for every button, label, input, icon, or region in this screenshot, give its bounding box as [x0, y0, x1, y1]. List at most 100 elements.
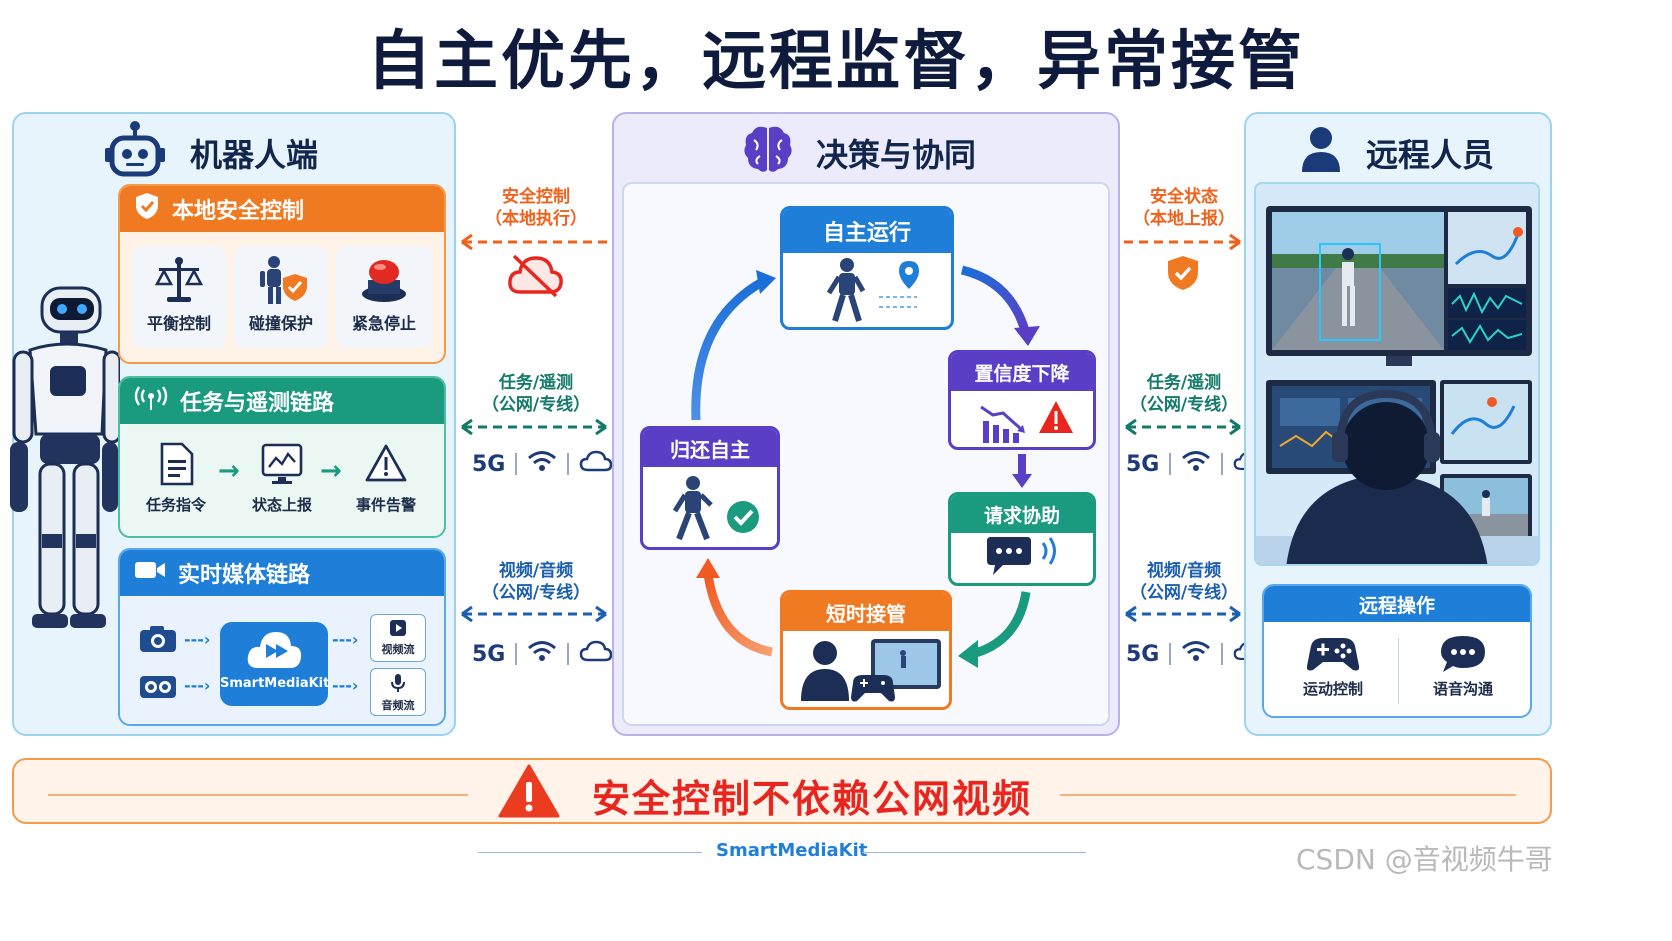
cloud-play-icon: [220, 628, 328, 676]
emergency-stop-icon: [336, 254, 432, 310]
node-return-title: 归还自主: [643, 429, 777, 467]
left-link-task-line2: （公网/专线）: [481, 395, 591, 415]
page-title: 自主优先，远程监督，异常接管: [367, 25, 1305, 99]
right-link-safety-line1: 安全状态: [1150, 187, 1218, 207]
dashed-arrow-icon: ‑‑‑›: [184, 630, 211, 649]
footer-brand: SmartMediaKit: [716, 840, 868, 861]
decision-panel-title: 决策与协同: [816, 136, 977, 174]
remote-operation-title: 远程操作: [1358, 594, 1435, 617]
media-link-panel: 实时媒体链路 ‑‑‑› ‑‑‑› SmartMediaKit ‑‑‑› ‑‑‑›…: [118, 548, 446, 726]
5g-label: 5G: [1126, 451, 1160, 477]
ops-divider: [1398, 638, 1399, 704]
safety-banner: [12, 758, 1552, 824]
remote-staff-title: 远程人员: [1366, 136, 1495, 174]
left-link-media-line1: 视频/音频: [498, 561, 574, 581]
wifi-icon: [527, 640, 557, 668]
divider: [567, 453, 570, 475]
divider: [1169, 643, 1172, 665]
left-link-safety-label: 安全控制 （本地执行）: [476, 186, 596, 230]
monitor-chart-icon: [236, 442, 328, 490]
safety-banner-text: 安全控制不依赖公网视频: [592, 777, 1033, 821]
video-stream-label: 视频流: [381, 643, 415, 656]
dashed-arrow-icon: ‑‑‑›: [332, 630, 359, 649]
footer-line-right: [862, 852, 1086, 853]
node-autonomous-title: 自主运行: [783, 209, 951, 253]
divider: [567, 643, 570, 665]
voice-communication-item: 语音沟通: [1408, 634, 1518, 699]
task-command-item: 任务指令: [130, 442, 222, 515]
balance-control-tile: 平衡控制: [132, 246, 226, 348]
footer-line-left: [478, 852, 702, 853]
cloud-icon: [579, 640, 613, 668]
video-stream-box: 视频流: [370, 614, 426, 662]
collision-protection-label: 碰撞保护: [248, 314, 313, 333]
left-safety-dashed-arrow: [458, 232, 610, 256]
left-media-bidirectional-arrow: [458, 604, 610, 628]
right-task-bidirectional-arrow: [1122, 417, 1244, 441]
banner-line-left: [48, 794, 468, 796]
camera-icon: [138, 624, 178, 658]
divider: [1221, 453, 1224, 475]
node-request-assist: 请求协助: [948, 492, 1096, 586]
divider: [1169, 453, 1172, 475]
right-link-task-label: 任务/遥测 （公网/专线）: [1124, 372, 1244, 416]
event-alarm-label: 事件告警: [355, 496, 416, 514]
warning-triangle-icon: [338, 442, 434, 490]
video-camera-icon: [134, 559, 166, 587]
left-task-bidirectional-arrow: [458, 417, 610, 441]
robot-check-icon: [669, 475, 765, 547]
cloud-off-icon: [506, 252, 564, 302]
antenna-icon: [134, 385, 168, 417]
node-confidence-drop: 置信度下降: [948, 350, 1096, 450]
task-telemetry-title: 任务与遥测链路: [180, 391, 335, 416]
emergency-stop-label: 紧急停止: [351, 314, 416, 333]
walking-robot-icon: [823, 257, 923, 327]
left-link-task-line1: 任务/遥测: [498, 373, 574, 393]
media-link-title: 实时媒体链路: [178, 563, 311, 588]
right-media-bidirectional-arrow: [1122, 604, 1244, 628]
emergency-stop-tile: 紧急停止: [336, 246, 432, 348]
left-task-network-row: 5G: [472, 450, 613, 478]
brain-icon: [742, 124, 794, 178]
left-link-media-label: 视频/音频 （公网/专线）: [476, 560, 596, 604]
remote-operation-header: 远程操作: [1264, 586, 1530, 622]
shield-icon: [134, 192, 160, 226]
arrow-right-icon: →: [320, 456, 342, 486]
declining-chart-icon: [977, 395, 1077, 447]
left-link-media-line2: （公网/专线）: [481, 583, 591, 603]
left-link-safety-line1: 安全控制: [502, 187, 570, 207]
arrow-right-icon: →: [218, 456, 240, 486]
node-takeover: 短时接管: [780, 590, 952, 710]
status-report-label: 状态上报: [251, 496, 312, 514]
5g-label: 5G: [1126, 641, 1160, 667]
smartmediakit-label: SmartMediaKit: [220, 676, 330, 691]
robot-shield-icon: [234, 254, 328, 310]
right-task-network-row: 5G: [1126, 450, 1263, 478]
local-safety-title: 本地安全控制: [172, 199, 305, 224]
document-icon: [130, 442, 222, 490]
local-safety-panel: 本地安全控制 平衡控制 碰撞保护 紧急停止: [118, 184, 446, 364]
banner-warning-icon: [498, 764, 560, 822]
motion-control-label: 运动控制: [1302, 680, 1363, 698]
right-media-network-row: 5G: [1126, 640, 1263, 668]
left-link-task-label: 任务/遥测 （公网/专线）: [476, 372, 596, 416]
smartmediakit-box: SmartMediaKit: [220, 622, 330, 706]
speech-bubble-icon: [1408, 634, 1518, 678]
right-link-media-line1: 视频/音频: [1146, 561, 1222, 581]
wifi-icon: [1181, 450, 1211, 478]
gamepad-icon: [1278, 634, 1388, 678]
divider: [515, 643, 518, 665]
local-safety-header: 本地安全控制: [120, 186, 444, 232]
robot-side-title: 机器人端: [190, 136, 319, 174]
remote-operation-panel: 远程操作 运动控制 语音沟通: [1262, 584, 1532, 718]
collision-protection-tile: 碰撞保护: [234, 246, 328, 348]
banner-line-right: [1060, 794, 1516, 796]
node-return-autonomy: 归还自主: [640, 426, 780, 550]
audio-stream-box: 音频流: [370, 668, 426, 716]
media-link-header: 实时媒体链路: [120, 550, 444, 596]
stereo-camera-icon: [138, 670, 178, 704]
task-command-label: 任务指令: [145, 496, 206, 514]
microphone-icon: [371, 673, 425, 697]
wifi-icon: [527, 450, 557, 478]
task-telemetry-panel: 任务与遥测链路 任务指令 → 状态上报 → 事件告警: [118, 376, 446, 538]
